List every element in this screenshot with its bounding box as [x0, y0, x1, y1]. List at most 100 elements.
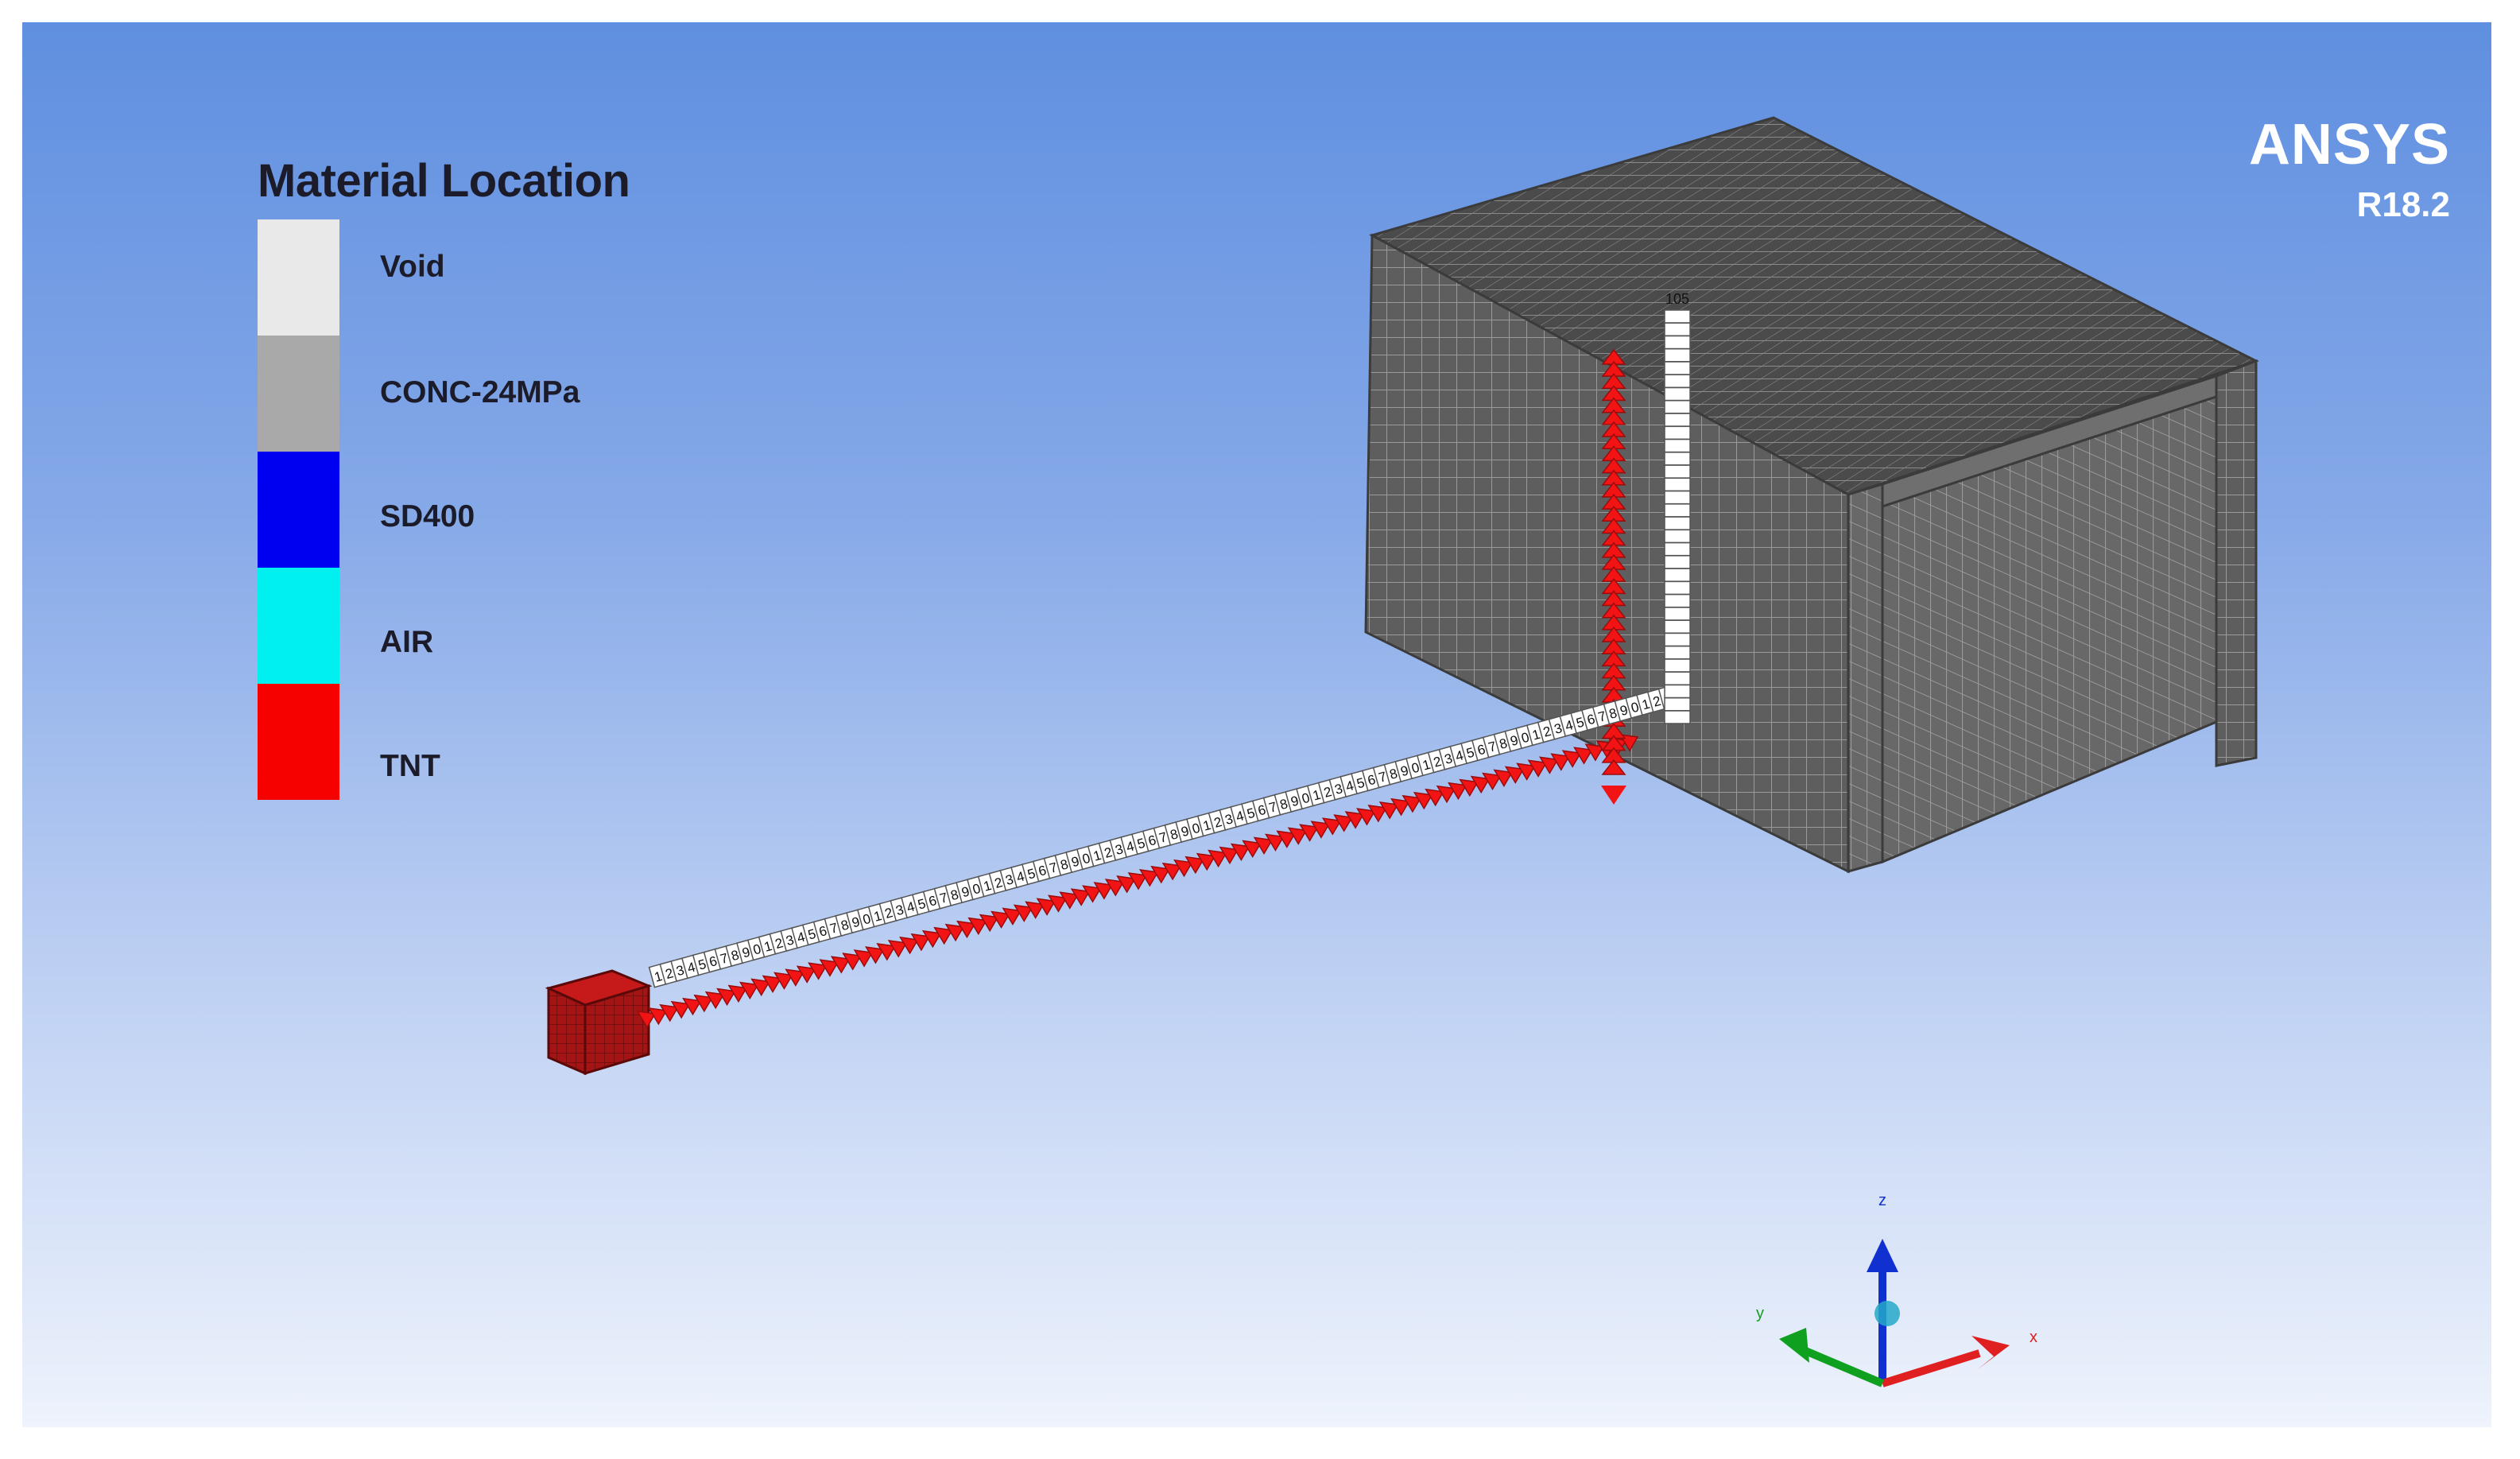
gauge-marker[interactable]	[1276, 830, 1297, 848]
gauge-marker[interactable]	[1355, 808, 1376, 826]
gauge-marker[interactable]	[727, 984, 748, 1003]
gauge-marker[interactable]	[1470, 775, 1491, 794]
gauge-marker[interactable]	[1013, 904, 1033, 922]
gauge-label	[1664, 361, 1691, 375]
gauge-marker[interactable]	[1047, 894, 1068, 913]
gauge-marker[interactable]	[1561, 750, 1582, 768]
gauge-marker[interactable]	[887, 940, 908, 958]
gauge-marker[interactable]	[796, 965, 816, 984]
gauge-marker[interactable]	[876, 943, 897, 961]
gauge-marker[interactable]	[1436, 785, 1456, 804]
gauge-marker[interactable]	[808, 962, 828, 980]
tnt-charge-box[interactable]	[545, 969, 653, 1076]
gauge-marker[interactable]	[1150, 865, 1170, 884]
gauge-marker[interactable]	[636, 1011, 657, 1029]
gauge-marker[interactable]	[1333, 814, 1353, 832]
gauge-marker[interactable]	[1573, 747, 1593, 765]
gauge-marker[interactable]	[910, 933, 931, 952]
gauge-marker[interactable]	[944, 923, 965, 942]
legend-label-sd400: SD400	[380, 499, 475, 534]
gauge-marker[interactable]	[1367, 805, 1388, 823]
gauge-marker[interactable]	[785, 968, 805, 987]
gauge-marker[interactable]	[1002, 907, 1022, 925]
gauge-marker[interactable]	[739, 981, 759, 1000]
gauge-marker[interactable]	[762, 975, 782, 993]
gauge-marker[interactable]	[1378, 801, 1399, 820]
gauge-marker[interactable]	[1127, 872, 1148, 891]
gauge-marker[interactable]	[682, 997, 702, 1016]
gauge-marker[interactable]	[1059, 891, 1079, 910]
gauge-marker[interactable]	[991, 910, 1010, 929]
gauge-marker[interactable]	[704, 991, 725, 1010]
gauge-marker[interactable]	[853, 949, 874, 968]
gauge-marker[interactable]	[1070, 888, 1091, 906]
gauge-marker-tip[interactable]	[1601, 786, 1626, 805]
gauge-marker[interactable]	[670, 1000, 691, 1019]
gauge-marker[interactable]	[1550, 753, 1570, 771]
gauge-marker[interactable]	[1447, 782, 1467, 801]
gauge-marker[interactable]	[647, 1007, 668, 1026]
gauge-marker[interactable]	[1504, 766, 1525, 784]
gauge-marker[interactable]	[1493, 769, 1514, 787]
gauge-marker[interactable]	[819, 959, 839, 977]
gauge-marker[interactable]	[1230, 843, 1250, 862]
gauge-label	[1664, 438, 1691, 453]
gauge-marker[interactable]	[1242, 840, 1262, 859]
gauge-marker[interactable]	[1310, 821, 1331, 839]
gauge-marker[interactable]	[1287, 827, 1308, 845]
legend-swatch-air	[258, 568, 339, 684]
gauge-marker[interactable]	[899, 936, 919, 955]
gauge-marker[interactable]	[933, 926, 953, 945]
gauge-marker[interactable]	[956, 920, 976, 939]
gauge-marker[interactable]	[921, 929, 942, 949]
gauge-marker[interactable]	[693, 994, 714, 1013]
gauge-marker[interactable]	[1093, 882, 1114, 900]
gauge-marker[interactable]	[1402, 794, 1422, 813]
gauge-marker[interactable]	[1025, 901, 1045, 919]
gauge-marker[interactable]	[830, 956, 851, 974]
gauge-marker[interactable]	[979, 914, 999, 933]
gauge-marker[interactable]	[659, 1003, 679, 1022]
gauge-marker[interactable]	[1265, 833, 1285, 852]
gauge-marker[interactable]	[1116, 875, 1136, 894]
gauge-marker[interactable]	[1516, 762, 1536, 781]
gauge-marker[interactable]	[773, 972, 793, 990]
gauge-marker[interactable]	[842, 953, 862, 971]
horizontal-gauge-array[interactable]	[636, 734, 1639, 1029]
gauge-marker[interactable]	[1173, 859, 1193, 878]
gauge-label	[1664, 619, 1691, 634]
gauge-marker[interactable]	[1161, 862, 1182, 881]
gauge-marker[interactable]	[864, 946, 885, 964]
gauge-marker[interactable]	[1299, 824, 1319, 842]
gauge-marker[interactable]	[1321, 817, 1342, 836]
gauge-marker[interactable]	[1413, 791, 1433, 810]
legend-title: Material Location	[258, 155, 630, 207]
gauge-marker[interactable]	[1208, 849, 1227, 868]
gauge-marker[interactable]	[716, 988, 736, 1007]
gauge-marker[interactable]	[1036, 898, 1056, 916]
gauge-marker[interactable]	[967, 917, 988, 936]
legend-label-void: Void	[380, 250, 445, 284]
gauge-marker[interactable]	[1538, 756, 1559, 774]
gauge-marker[interactable]	[1219, 846, 1239, 865]
gauge-marker[interactable]	[1104, 879, 1125, 897]
gauge-marker[interactable]	[1527, 759, 1548, 778]
gauge-marker[interactable]	[1082, 885, 1102, 903]
gauge-marker[interactable]	[1253, 836, 1274, 855]
gauge-marker[interactable]	[1184, 856, 1205, 875]
concrete-structure[interactable]	[1364, 116, 2259, 874]
gauge-marker[interactable]	[1425, 788, 1444, 807]
gauge-marker[interactable]	[750, 978, 770, 997]
gauge-label	[1664, 400, 1691, 414]
gauge-marker[interactable]	[1344, 811, 1365, 829]
gauge-marker[interactable]	[1459, 778, 1479, 797]
gauge-marker[interactable]	[1390, 797, 1410, 817]
gauge-marker[interactable]	[1196, 852, 1216, 871]
gauge-marker[interactable]	[1601, 759, 1626, 775]
gauge-marker[interactable]	[1584, 743, 1605, 762]
coordinate-triad[interactable]: z x y	[1756, 1192, 2037, 1387]
gauge-marker[interactable]	[1138, 868, 1159, 887]
gauge-marker[interactable]	[1482, 772, 1502, 791]
